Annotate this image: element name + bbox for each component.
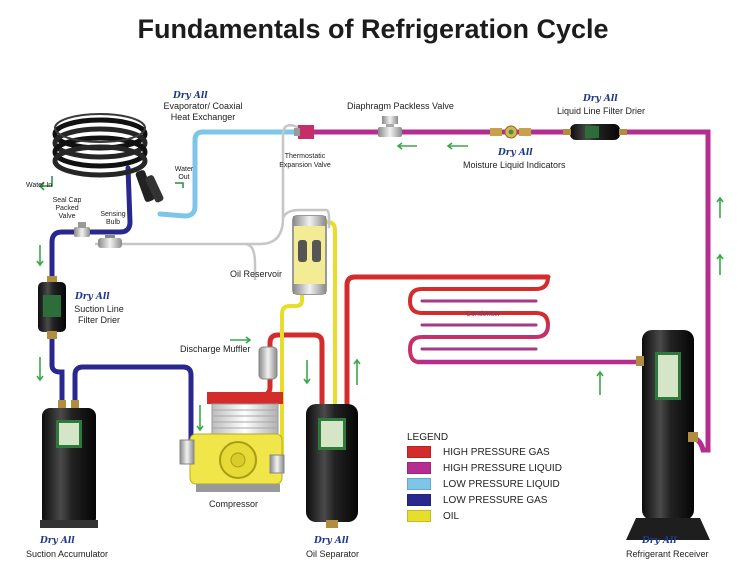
legend-label: LOW PRESSURE LIQUID (443, 478, 560, 490)
capillary-lines (95, 123, 331, 280)
label-suction-filter: Suction Line Filter Drier (74, 304, 124, 325)
label-seal-cap-valve: Seal Cap Packed Valve (52, 197, 82, 220)
legend-title: LEGEND (407, 432, 449, 443)
sensing-bulb (98, 235, 122, 248)
suction-accumulator (40, 400, 98, 528)
label-oil-reservoir: Oil Reservoir (230, 269, 283, 279)
label-water-out: Water Out (174, 166, 194, 181)
condenser-coil (407, 275, 550, 364)
label-diaphragm-valve: Diaphragm Packless Valve (347, 101, 454, 111)
label-moisture-indicators: Moisture Liquid Indicators (463, 160, 566, 170)
label-liquid-line-filter: Liquid Line Filter Drier (557, 106, 646, 116)
label-compressor: Compressor (209, 499, 259, 509)
brand-accumulator: Dry All (40, 536, 75, 546)
brand-evaporator: Dry All (173, 91, 208, 101)
diaphragm-valve (378, 116, 402, 137)
label-suction-accumulator: Suction Accumulator (26, 549, 109, 559)
liquid-line-filter-drier (563, 124, 627, 140)
pipe-high-pressure-gas-separator (344, 274, 551, 408)
oil-reservoir (292, 215, 327, 295)
label-refrigerant-receiver: Refrigerant Receiver (626, 549, 709, 559)
legend-label: HIGH PRESSURE GAS (443, 446, 550, 458)
label-evaporator: Evaporator/ Coaxial Heat Exchanger (163, 101, 243, 122)
label-water-in: Water In (26, 182, 53, 189)
legend-item-low-pressure-gas: LOW PRESSURE GAS (407, 493, 547, 507)
expansion-valve (294, 125, 314, 139)
legend-swatch (407, 462, 431, 474)
legend-item-high-pressure-gas: HIGH PRESSURE GAS (407, 445, 550, 459)
brand-separator: Dry All (314, 536, 349, 546)
legend-item-high-pressure-liquid: HIGH PRESSURE LIQUID (407, 461, 562, 475)
legend-label: OIL (443, 510, 460, 522)
evaporator (38, 113, 184, 203)
legend-swatch (407, 510, 431, 522)
legend-item-low-pressure-liquid: LOW PRESSURE LIQUID (407, 477, 560, 491)
refrigerant-receiver (626, 330, 710, 540)
label-oil-separator: Oil Separator (306, 549, 360, 559)
legend-swatch (407, 446, 431, 458)
pipe-low-pressure-liquid (157, 129, 303, 219)
legend-swatch (407, 478, 431, 490)
page-title: Fundamentals of Refrigeration Cycle (137, 14, 609, 44)
discharge-muffler (258, 346, 278, 380)
label-condenser: Condenser (466, 311, 501, 318)
brand-receiver: Dry All (642, 536, 677, 546)
label-discharge-muffler: Discharge Muffler (180, 344, 251, 354)
flow-arrows (36, 142, 724, 432)
suction-line-filter-drier (38, 276, 66, 339)
oil-separator (306, 404, 358, 528)
legend-item-oil: OIL (407, 509, 459, 523)
label-expansion-valve: Thermostatic Expansion Valve (279, 153, 331, 169)
label-sensing-bulb: Sensing Bulb (100, 211, 126, 226)
compressor (179, 392, 285, 492)
legend-label: LOW PRESSURE GAS (443, 494, 548, 506)
legend-label: HIGH PRESSURE LIQUID (443, 462, 562, 474)
pipe-oil-return (280, 220, 337, 462)
brand-moisture: Dry All (498, 148, 533, 158)
legend-swatch (407, 494, 431, 506)
pipe-low-pressure-gas (49, 165, 203, 449)
brand-liquid-filter: Dry All (583, 94, 618, 104)
brand-suction-filter: Dry All (75, 292, 110, 302)
moisture-indicator (490, 125, 531, 139)
seal-cap-valve (74, 222, 90, 237)
